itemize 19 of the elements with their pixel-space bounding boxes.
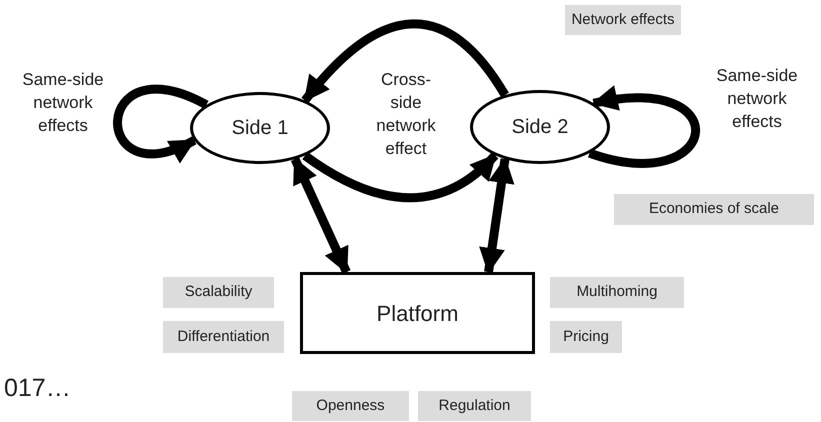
ellipse-node: Side 2 xyxy=(470,90,610,164)
platform-box: Platform xyxy=(300,272,535,354)
factor-tag: Scalability xyxy=(163,277,274,308)
factor-tag: Openness xyxy=(292,391,409,421)
curved-arrow xyxy=(302,19,509,104)
double-arrow xyxy=(479,157,514,274)
ellipse-node: Side 1 xyxy=(190,92,330,164)
curved-arrow xyxy=(302,152,498,202)
factor-tag: Economies of scale xyxy=(614,194,814,225)
factor-tag: Differentiation xyxy=(163,321,284,353)
effect-label: Cross-side network effect xyxy=(375,69,437,160)
truncated-text: 017… xyxy=(4,373,71,404)
double-arrow xyxy=(290,157,351,274)
factor-tag: Multihoming xyxy=(550,277,684,308)
curved-arrow xyxy=(588,86,700,168)
factor-tag: Regulation xyxy=(418,391,531,421)
factor-tag: Pricing xyxy=(550,321,622,353)
curved-arrow xyxy=(113,84,208,162)
factor-tag: Network effects xyxy=(565,5,681,35)
